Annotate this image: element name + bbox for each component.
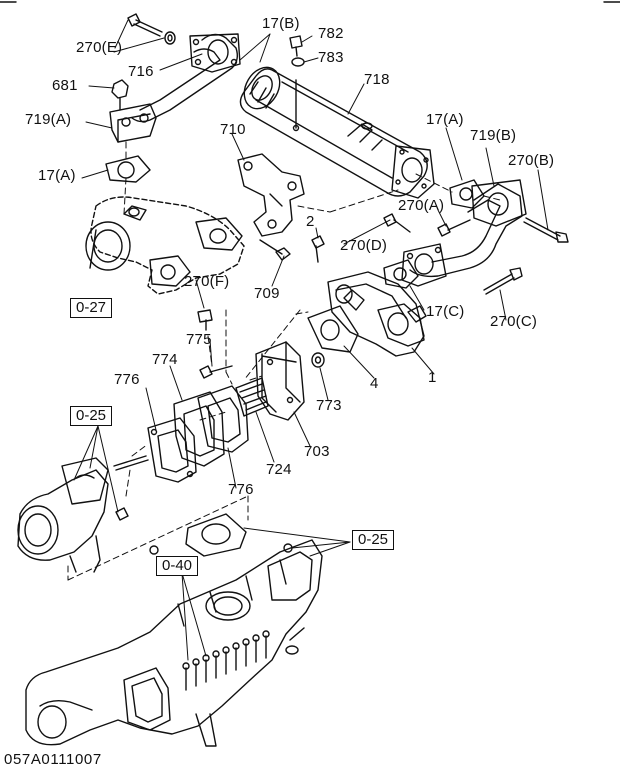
callout-270f: 270(F) xyxy=(184,273,230,290)
callout-270a: 270(A) xyxy=(398,197,445,214)
callout-270e: 270(E) xyxy=(76,39,123,56)
callout-17a-left: 17(A) xyxy=(38,167,76,184)
bolt-270c xyxy=(483,267,523,295)
washer-716 xyxy=(164,31,176,45)
bolt-270f xyxy=(197,309,213,331)
callout-681: 681 xyxy=(52,77,78,94)
assembly-lines xyxy=(67,141,501,581)
reference-box-0-27: 0-27 xyxy=(70,298,113,318)
callout-724: 724 xyxy=(266,461,292,478)
callout-2: 2 xyxy=(306,213,315,230)
callout-776-top: 776 xyxy=(114,371,140,388)
intake-manifold xyxy=(25,539,323,747)
washer-773 xyxy=(311,352,325,368)
callout-17a-right: 17(A) xyxy=(426,111,464,128)
reference-box-0-40: 0-40 xyxy=(156,556,199,576)
callout-719b: 719(B) xyxy=(470,127,517,144)
callout-782: 782 xyxy=(318,25,344,42)
callout-1: 1 xyxy=(428,369,437,386)
gasket-17a-left xyxy=(105,155,151,183)
gasket-17a-right xyxy=(449,179,485,209)
callout-716: 716 xyxy=(128,63,154,80)
bolt-2 xyxy=(311,235,325,263)
bolt-709 xyxy=(259,239,291,261)
gasket-17c xyxy=(383,259,419,289)
callout-774: 774 xyxy=(152,351,178,368)
callout-4: 4 xyxy=(370,375,379,392)
callout-710: 710 xyxy=(220,121,246,138)
exhaust-manifold-upper-solid xyxy=(85,205,243,287)
bracket-710 xyxy=(237,153,305,237)
bolt-270b xyxy=(523,217,569,243)
callout-719a: 719(A) xyxy=(25,111,72,128)
reference-box-0-25-right: 0-25 xyxy=(352,530,395,550)
callout-775: 775 xyxy=(186,331,212,348)
callout-783: 783 xyxy=(318,49,344,66)
callout-17c: 17(C) xyxy=(426,303,465,320)
callout-270c: 270(C) xyxy=(490,313,538,330)
washer-783 xyxy=(291,57,305,67)
callout-270b: 270(B) xyxy=(508,152,555,169)
bracket-719a xyxy=(109,103,157,143)
reference-box-0-25-left: 0-25 xyxy=(70,406,113,426)
pipe-719b xyxy=(401,179,527,287)
nut-681 xyxy=(111,79,129,111)
bolt-270e xyxy=(127,13,163,37)
bolt-782 xyxy=(289,35,303,57)
bolt-775 xyxy=(199,365,233,379)
callout-17b: 17(B) xyxy=(262,15,300,32)
callout-718: 718 xyxy=(364,71,390,88)
gasket-4 xyxy=(307,305,359,353)
intake-fitting xyxy=(17,457,109,573)
callout-709: 709 xyxy=(254,285,280,302)
callout-773: 773 xyxy=(316,397,342,414)
bolt-270a xyxy=(437,219,471,237)
gasket-776-front xyxy=(147,417,197,483)
callout-703: 703 xyxy=(304,443,330,460)
callout-270d: 270(D) xyxy=(340,237,388,254)
callout-776-bottom: 776 xyxy=(228,481,254,498)
egr-valve xyxy=(327,271,427,357)
leader-lines xyxy=(73,19,549,661)
figure-code: 057A0111007 xyxy=(4,751,102,768)
exhaust-manifold-upper xyxy=(90,196,245,295)
intake-gasket xyxy=(185,513,247,557)
egr-cooler xyxy=(239,66,435,199)
stud-bolt xyxy=(113,455,149,521)
reed-valve-724 xyxy=(235,377,269,417)
gasket-776-back xyxy=(197,385,249,453)
bolt-270d xyxy=(383,213,411,233)
